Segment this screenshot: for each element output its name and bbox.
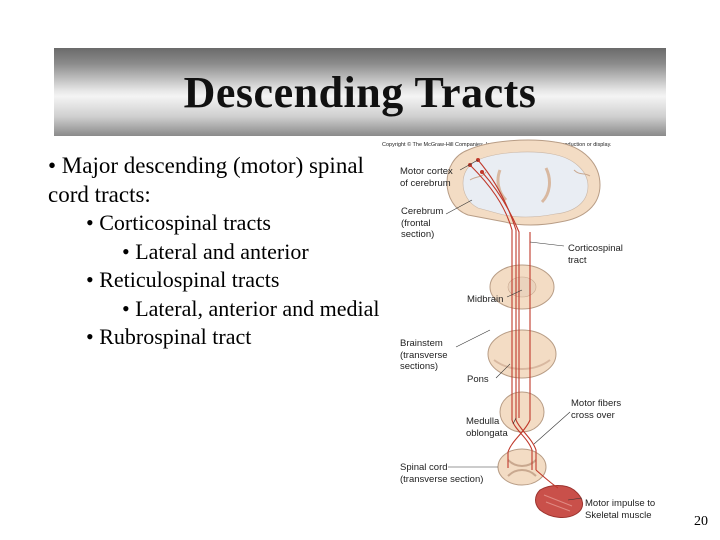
bullet-item: • Corticospinal tracts <box>86 210 271 235</box>
bullet-item: • Lateral and anterior <box>122 238 309 264</box>
pons-section <box>487 329 557 379</box>
bullet-item: • Rubrospinal tract <box>86 324 252 349</box>
label-motor-impulse: Motor impulse to Skeletal muscle <box>585 498 656 521</box>
slide-title: Descending Tracts <box>183 67 537 117</box>
label-midbrain: Midbrain <box>467 294 504 305</box>
skeletal-muscle-illustration <box>535 469 583 518</box>
slide-number: 20 <box>694 514 708 529</box>
pons-fibers <box>493 359 551 370</box>
bullet-item: • Major descending (motor) spinal <box>48 153 364 178</box>
bullet-item: cord tracts: <box>48 181 151 207</box>
spinal-cord-grey-matter <box>507 459 537 477</box>
cerebrum-illustration <box>446 139 601 226</box>
label-pons: Pons <box>467 374 489 385</box>
midbrain-core <box>507 276 537 298</box>
label-spinal-cord: Spinal cord (transverse section) <box>400 462 484 485</box>
label-motor-fibers: Motor fibers cross over <box>571 398 622 421</box>
bullet-list: • Major descending (motor) spinal cord t… <box>48 152 380 352</box>
label-corticospinal-tract: Corticospinal tract <box>568 243 623 266</box>
bullet-item: • Reticulospinal tracts <box>86 267 280 292</box>
bullet-item: • Lateral, anterior and medial <box>122 295 380 321</box>
label-medulla-oblongata: Medulla oblongata <box>466 416 508 439</box>
label-motor-cortex: Motor cortex of cerebrum <box>400 166 453 189</box>
corticospinal-tract-lines <box>469 159 537 470</box>
label-brainstem: Brainstem (transverse sections) <box>400 338 448 372</box>
label-cerebrum: Cerebrum (frontal section) <box>401 206 444 240</box>
label-leader-lines <box>445 159 583 501</box>
title-bar: Descending Tracts <box>54 48 666 136</box>
